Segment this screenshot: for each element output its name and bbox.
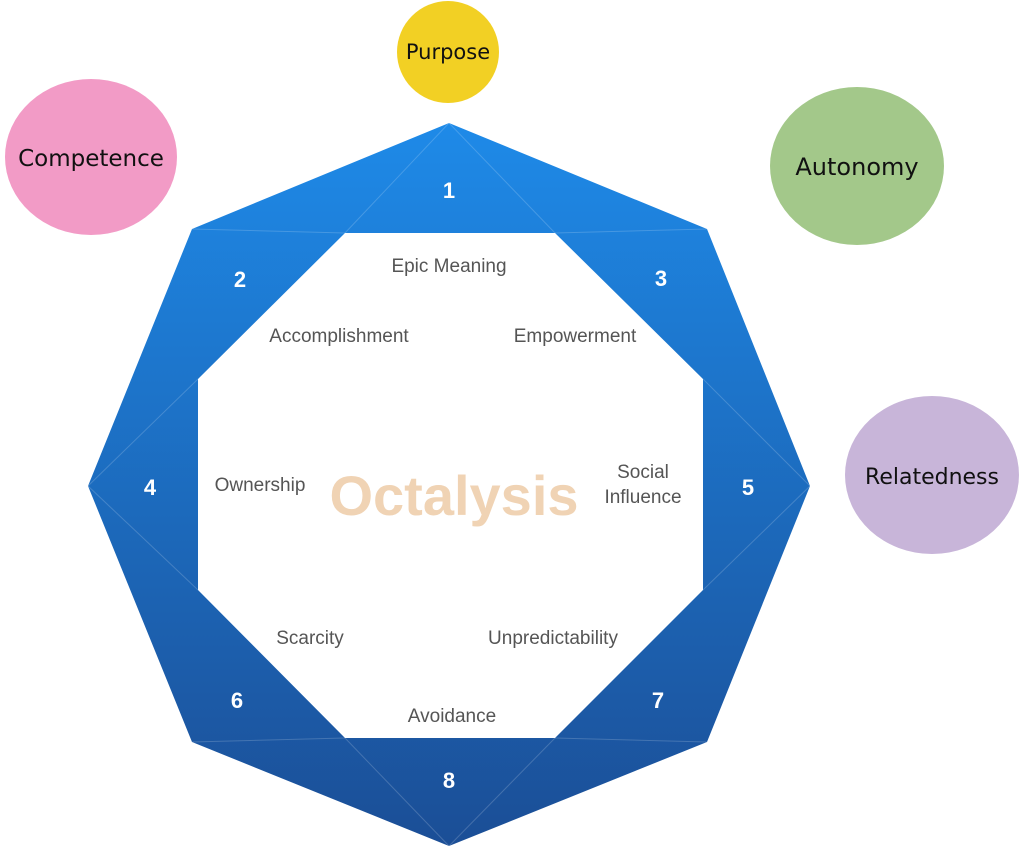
competence-circle [5,79,177,235]
outer-circle-purpose: Purpose [397,1,499,103]
segment-number-5: 5 [742,475,754,500]
relatedness-label: Relatedness [865,465,999,490]
drive-label-avoidance: Avoidance [408,706,496,727]
autonomy-label: Autonomy [795,153,918,181]
purpose-circle [397,1,499,103]
relatedness-circle [845,396,1019,554]
drive-label-scarcity: Scarcity [276,628,344,649]
outer-circle-competence: Competence [5,79,177,235]
drive-label-empowerment: Empowerment [514,326,637,347]
segment-number-7: 7 [652,688,664,713]
outer-circle-relatedness: Relatedness [845,396,1019,554]
segment-number-4: 4 [144,475,157,500]
segment-number-2: 2 [234,267,246,292]
segment-dividers [87,122,811,847]
purpose-label: Purpose [406,40,490,64]
center-title: Octalysis [329,464,578,527]
segment-number-8: 8 [443,768,455,793]
segment-number-1: 1 [443,178,455,203]
segment-number-3: 3 [655,266,667,291]
competence-label: Competence [18,146,164,172]
drive-label-accomplishment: Accomplishment [269,326,409,347]
drive-label-unpredictability: Unpredictability [488,628,618,649]
drive-label-epic-meaning: Epic Meaning [391,256,506,277]
segment-number-6: 6 [231,688,243,713]
drive-label-influence: Influence [604,487,681,508]
drive-label-ownership: Ownership [215,475,306,496]
outer-circle-autonomy: Autonomy [770,87,944,245]
autonomy-circle [770,87,944,245]
octagon-ring [88,123,810,846]
drive-label-social: Social [617,462,669,483]
